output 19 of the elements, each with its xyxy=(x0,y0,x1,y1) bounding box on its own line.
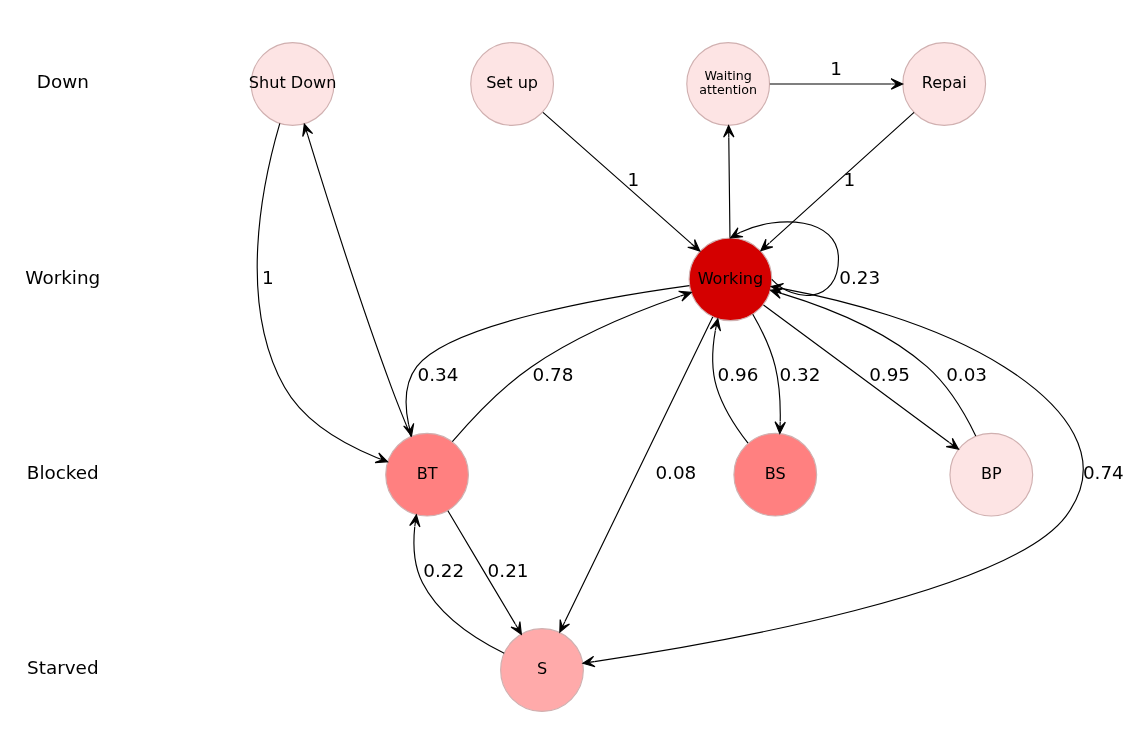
edge-label: 0.23 xyxy=(839,266,881,288)
edge-label: 0.08 xyxy=(655,461,697,483)
edge-label: 0.22 xyxy=(423,559,465,581)
edge-label: 0.32 xyxy=(779,363,821,385)
edge-label: 1 xyxy=(830,57,843,79)
label: Blocked xyxy=(26,461,99,483)
label: Working xyxy=(25,266,101,288)
edge-label: 0.03 xyxy=(946,363,988,385)
edge-label: 1 xyxy=(843,168,856,190)
edge-label: 1 xyxy=(262,266,274,288)
edge-label: 0.95 xyxy=(869,363,911,385)
edge-label: 1 xyxy=(627,168,640,190)
label: Starved xyxy=(27,656,99,678)
edge-label: 0.78 xyxy=(532,363,574,385)
edge-label: 0.74 xyxy=(1082,461,1124,483)
edge-label: 0.21 xyxy=(487,559,529,581)
edge-label: 0.34 xyxy=(417,363,459,385)
edge-label: 0.96 xyxy=(717,363,759,385)
label: Down xyxy=(36,70,89,92)
